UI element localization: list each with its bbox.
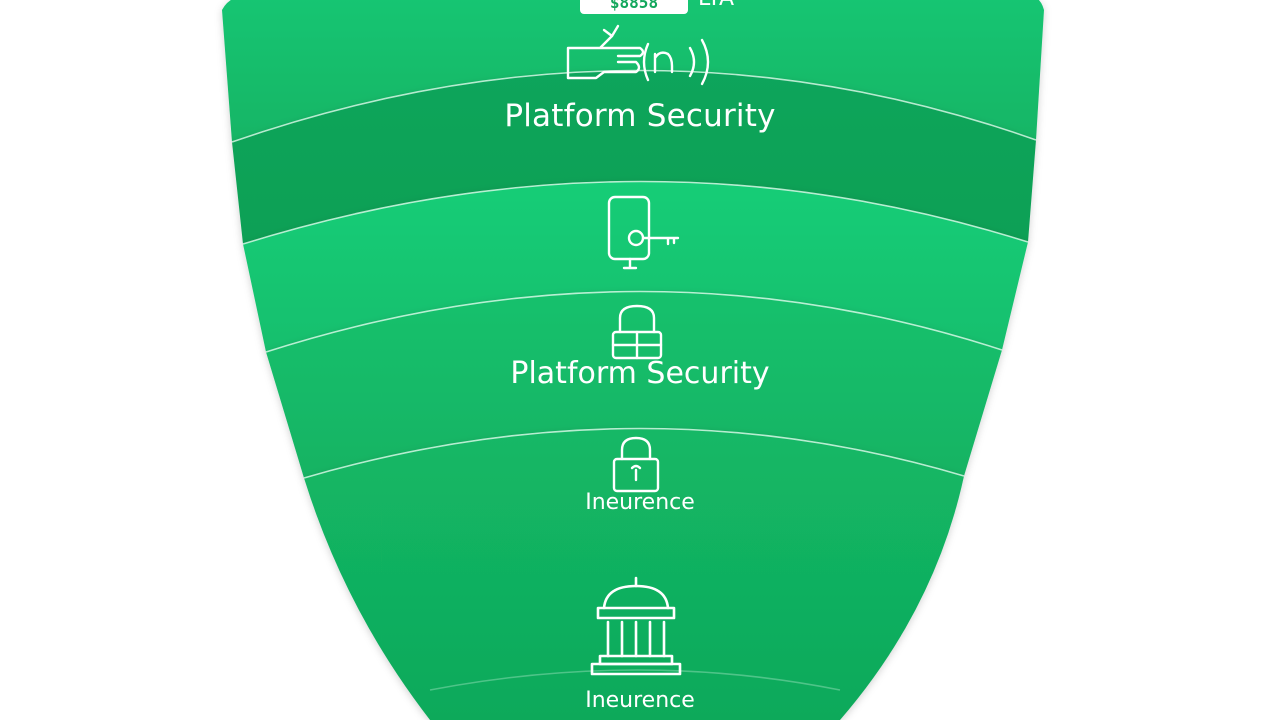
shield-layer-1 <box>222 0 1044 142</box>
hand-nfc-icon <box>566 24 710 86</box>
layer-5-label: Ineurence <box>585 688 695 713</box>
shield-layer-3 <box>243 181 1028 352</box>
phone-key-icon <box>607 195 680 270</box>
small-padlock-icon <box>612 436 660 493</box>
top-badge: $8858 <box>580 0 688 14</box>
layer-3-label: Platform Security <box>510 356 770 391</box>
shield-layer-2 <box>232 70 1036 244</box>
top-badge-suffix: LTA <box>698 0 734 11</box>
shield-layer-4 <box>266 291 1002 478</box>
layer-4-label: Ineurence <box>585 490 695 515</box>
bank-building-icon <box>590 576 682 676</box>
layer-1-label: Platform Security <box>504 98 776 134</box>
padlock-icon <box>611 304 663 360</box>
shield-layer-5 <box>304 428 964 720</box>
